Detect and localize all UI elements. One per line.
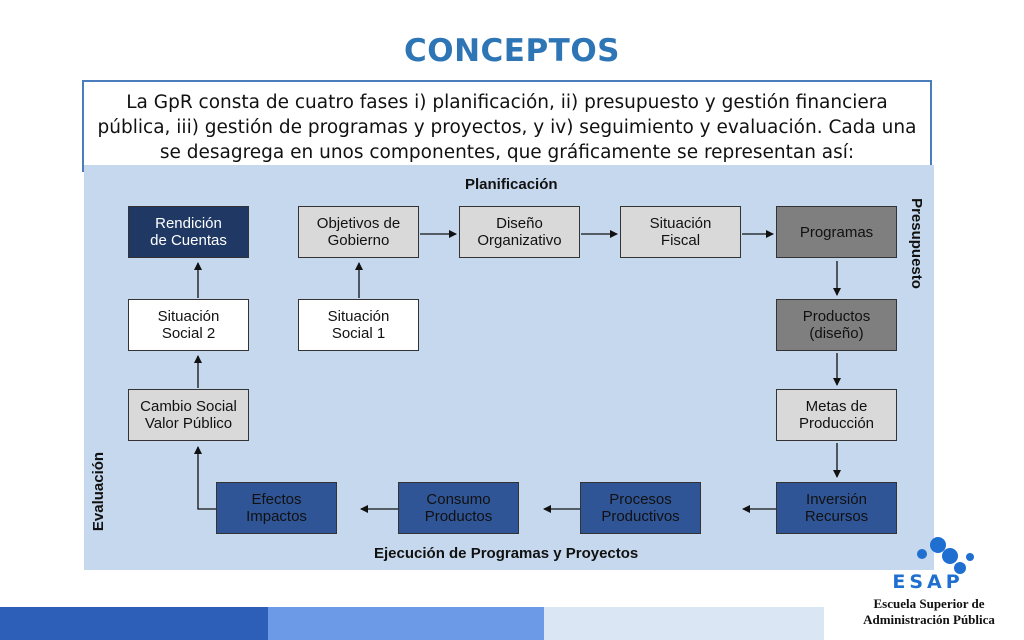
logo-text-line2: Administración Pública [863, 612, 995, 627]
box-metas-de-produccion: Metas de Producción [776, 389, 897, 441]
box-consumo-productos: Consumo Productos [398, 482, 519, 534]
box-programas: Programas [776, 206, 897, 258]
logo-text-line1: Escuela Superior de [873, 596, 985, 611]
box-cambio-social: Cambio Social Valor Público [128, 389, 249, 441]
box-objetivos-de-gobierno: Objetivos de Gobierno [298, 206, 419, 258]
label-ejecucion: Ejecución de Programas y Proyectos [374, 545, 639, 562]
esap-logo: ESAP [892, 537, 974, 593]
label-presupuesto: Presupuesto [907, 198, 925, 289]
footer-stripe-dark [0, 607, 268, 640]
label-planificacion: Planificación [465, 176, 558, 193]
box-efectos-impactos: Efectos Impactos [216, 482, 337, 534]
box-productos-diseno: Productos (diseño) [776, 299, 897, 351]
gpr-diagram: Planificación Ejecución de Programas y P… [84, 165, 934, 570]
logo-wordmark: ESAP [892, 571, 963, 593]
page-title: CONCEPTOS [403, 33, 621, 69]
box-situacion-social-2: Situación Social 2 [128, 299, 249, 351]
intro-box: La GpR consta de cuatro fases i) planifi… [82, 80, 932, 172]
box-rendicion-de-cuentas: Rendición de Cuentas [128, 206, 249, 258]
intro-text: La GpR consta de cuatro fases i) planifi… [97, 92, 917, 163]
box-situacion-social-1: Situación Social 1 [298, 299, 419, 351]
box-inversion-recursos: Inversión Recursos [776, 482, 897, 534]
box-diseno-organizativo: Diseño Organizativo [459, 206, 580, 258]
arrow-efectos-cambio [194, 446, 216, 510]
box-situacion-fiscal: Situación Fiscal [620, 206, 741, 258]
label-evaluacion: Evaluación [90, 451, 108, 532]
footer-stripe-light [544, 607, 824, 640]
box-procesos-productivos: Procesos Productivos [580, 482, 701, 534]
footer-stripe-mid [268, 607, 544, 640]
diagram-arrows [194, 230, 841, 513]
